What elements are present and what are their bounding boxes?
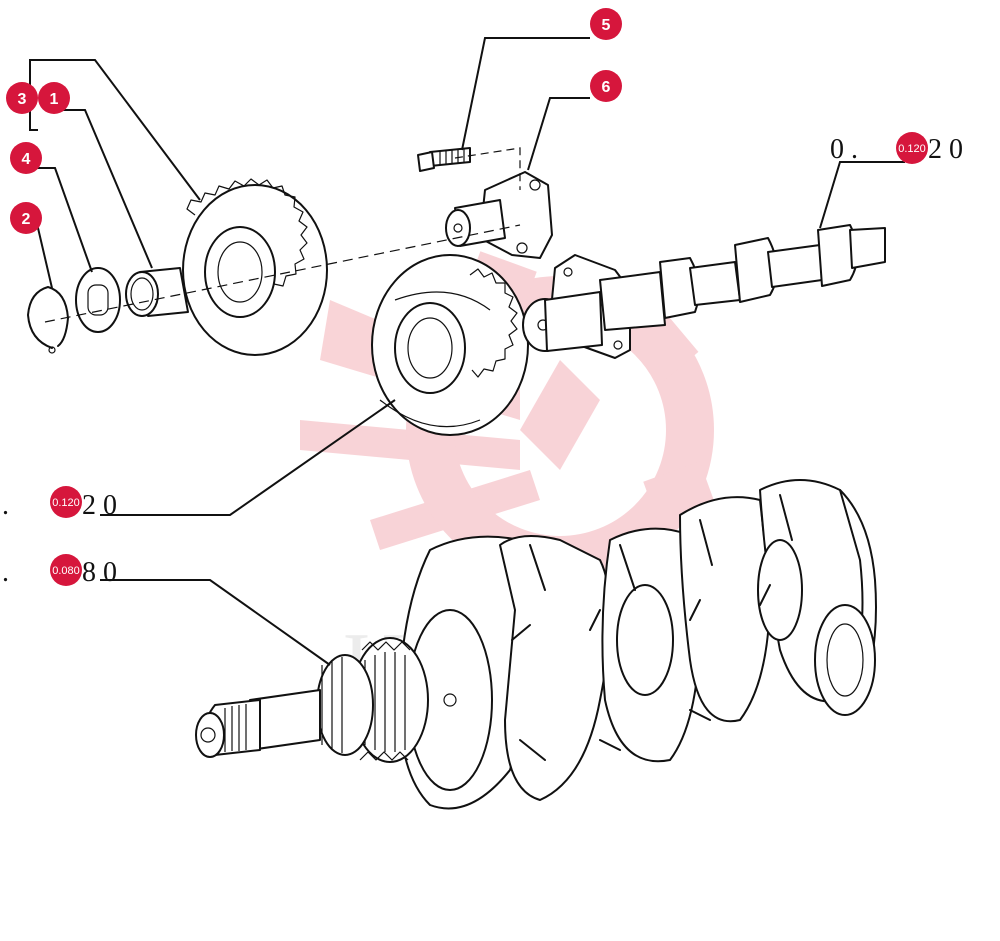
camshaft — [522, 224, 886, 359]
svg-text:2 0: 2 0 — [82, 490, 117, 521]
svg-text:3: 3 — [18, 91, 27, 108]
svg-text:0.120: 0.120 — [898, 143, 926, 155]
ref-camshaft[interactable]: 0 . 0.120 2 0 — [830, 132, 963, 165]
washer-part-4 — [75, 267, 121, 333]
svg-text:0 .: 0 . — [830, 134, 858, 165]
svg-text:5: 5 — [602, 17, 611, 34]
crankshaft — [195, 479, 877, 810]
svg-text:.: . — [2, 557, 9, 588]
idler-gear-part-3 — [182, 178, 328, 356]
circlip-part-2 — [27, 286, 69, 354]
callout-6[interactable]: 6 — [590, 70, 622, 102]
svg-text:8 0: 8 0 — [82, 557, 117, 588]
callout-2[interactable]: 2 — [10, 202, 42, 234]
svg-text:4: 4 — [22, 151, 31, 168]
camshaft-gear — [371, 254, 529, 436]
ref-cam-gear[interactable]: . 0.120 2 0 — [2, 486, 117, 521]
bushing-part-1 — [125, 267, 189, 317]
callout-4[interactable]: 4 — [10, 142, 42, 174]
bracket-part-6 — [445, 171, 553, 259]
ref-crankshaft[interactable]: . 0.080 8 0 — [2, 554, 117, 588]
callout-1[interactable]: 1 — [38, 82, 70, 114]
bolt-part-5 — [417, 147, 471, 172]
svg-text:2: 2 — [22, 211, 31, 228]
svg-text:6: 6 — [602, 79, 611, 96]
svg-text:1: 1 — [50, 91, 59, 108]
svg-text:2 0: 2 0 — [928, 134, 963, 165]
crank-gear — [316, 637, 429, 763]
callout-3[interactable]: 3 — [6, 82, 38, 114]
svg-text:0.080: 0.080 — [52, 565, 80, 577]
leader-lines — [26, 37, 905, 666]
callout-5[interactable]: 5 — [590, 8, 622, 40]
svg-text:.: . — [2, 490, 9, 521]
svg-text:0.120: 0.120 — [52, 497, 80, 509]
